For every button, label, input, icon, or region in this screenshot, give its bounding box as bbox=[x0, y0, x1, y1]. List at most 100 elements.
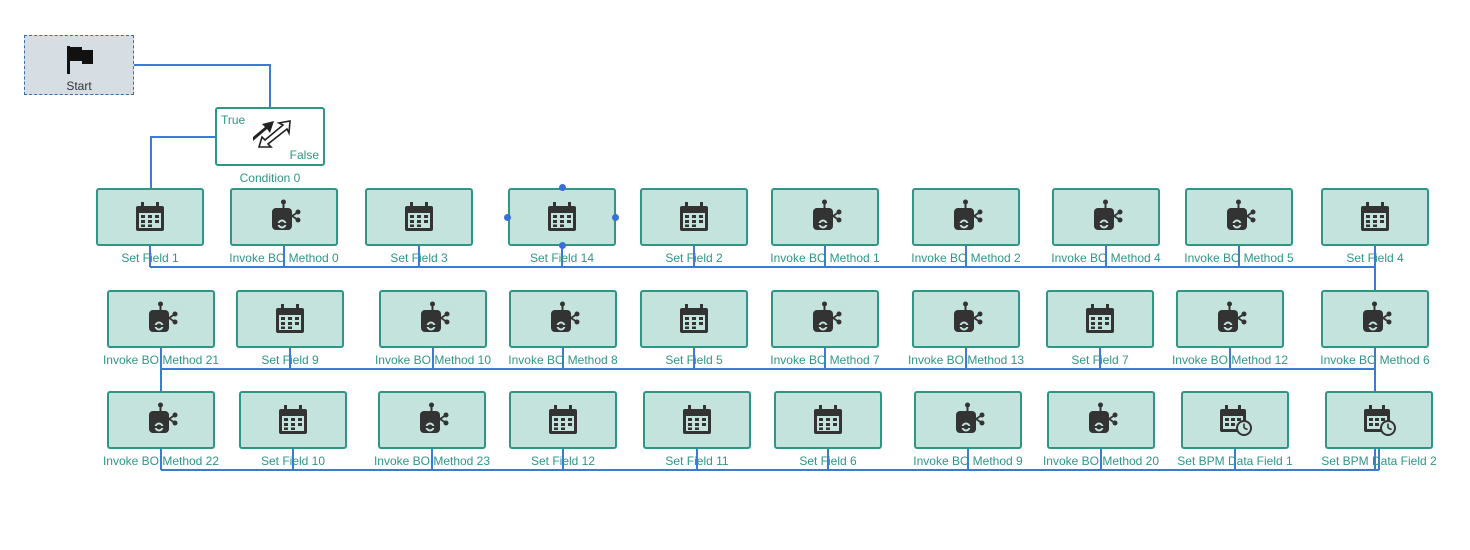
node-invoke-bo[interactable] bbox=[509, 290, 617, 348]
calendar-clock-icon bbox=[1220, 405, 1252, 436]
node-label: Invoke BO Method 21 bbox=[102, 353, 220, 367]
node-set-field[interactable] bbox=[774, 391, 882, 449]
node-label: Set Field 7 bbox=[1071, 353, 1129, 367]
node-invoke-bo[interactable] bbox=[1321, 290, 1429, 348]
calendar-icon bbox=[680, 202, 708, 231]
node-invoke-bo[interactable] bbox=[1047, 391, 1155, 449]
node-invoke-bo[interactable] bbox=[771, 290, 879, 348]
robot-method-icon bbox=[954, 301, 983, 332]
calendar-icon bbox=[680, 304, 708, 333]
node-label: Invoke BO Method 5 bbox=[1184, 251, 1294, 265]
node-label: Set Field 5 bbox=[665, 353, 723, 367]
node-label: Invoke BO Method 0 bbox=[229, 251, 339, 265]
resize-handle[interactable] bbox=[559, 184, 566, 191]
start-label: Start bbox=[66, 79, 92, 93]
node-label: Invoke BO Method 2 bbox=[911, 251, 1021, 265]
node-label: Invoke BO Method 1 bbox=[770, 251, 880, 265]
node-invoke-bo[interactable] bbox=[1185, 188, 1293, 246]
robot-method-icon bbox=[421, 301, 450, 332]
connector-line bbox=[134, 64, 271, 107]
resize-handle[interactable] bbox=[612, 214, 619, 221]
calendar-icon bbox=[405, 202, 433, 231]
node-label: Invoke BO Method 8 bbox=[508, 353, 618, 367]
node-invoke-bo[interactable] bbox=[912, 290, 1020, 348]
robot-method-icon bbox=[1227, 199, 1256, 230]
calendar-icon bbox=[1361, 202, 1389, 231]
node-invoke-bo[interactable] bbox=[378, 391, 486, 449]
node-label: Set Field 10 bbox=[260, 454, 326, 468]
calendar-icon bbox=[549, 405, 577, 434]
robot-method-icon bbox=[149, 402, 178, 433]
node-invoke-bo[interactable] bbox=[1052, 188, 1160, 246]
calendar-icon bbox=[548, 202, 576, 231]
node-set-field[interactable] bbox=[1321, 188, 1429, 246]
node-set-field[interactable] bbox=[365, 188, 473, 246]
node-invoke-bo[interactable] bbox=[230, 188, 338, 246]
node-label: Set BPM Data Field 2 bbox=[1321, 454, 1437, 468]
robot-method-icon bbox=[420, 402, 449, 433]
robot-method-icon bbox=[1089, 402, 1118, 433]
node-label: Set Field 2 bbox=[665, 251, 723, 265]
node-invoke-bo[interactable] bbox=[379, 290, 487, 348]
node-label: Set Field 12 bbox=[530, 454, 596, 468]
node-label: Set Field 9 bbox=[261, 353, 319, 367]
node-invoke-bo[interactable] bbox=[914, 391, 1022, 449]
robot-method-icon bbox=[954, 199, 983, 230]
calendar-icon bbox=[683, 405, 711, 434]
node-label: Invoke BO Method 13 bbox=[907, 353, 1025, 367]
calendar-icon bbox=[276, 304, 304, 333]
node-invoke-bo[interactable] bbox=[771, 188, 879, 246]
flag-icon bbox=[67, 46, 93, 74]
node-label: Invoke BO Method 23 bbox=[373, 454, 491, 468]
node-invoke-bo[interactable] bbox=[1176, 290, 1284, 348]
node-invoke-bo[interactable] bbox=[912, 188, 1020, 246]
robot-method-icon bbox=[1094, 199, 1123, 230]
node-label: Invoke BO Method 12 bbox=[1171, 353, 1289, 367]
calendar-icon bbox=[279, 405, 307, 434]
start-node[interactable]: Start bbox=[24, 35, 134, 95]
node-label: Invoke BO Method 7 bbox=[770, 353, 880, 367]
calendar-clock-icon bbox=[1364, 405, 1396, 436]
node-label: Invoke BO Method 6 bbox=[1320, 353, 1430, 367]
node-label: Invoke BO Method 22 bbox=[102, 454, 220, 468]
node-set-field[interactable] bbox=[239, 391, 347, 449]
node-label: Invoke BO Method 10 bbox=[374, 353, 492, 367]
node-set-field[interactable] bbox=[509, 391, 617, 449]
robot-method-icon bbox=[551, 301, 580, 332]
robot-method-icon bbox=[272, 199, 301, 230]
node-label: Set Field 14 bbox=[529, 251, 595, 265]
node-label: Invoke BO Method 9 bbox=[913, 454, 1023, 468]
node-set-field[interactable] bbox=[1046, 290, 1154, 348]
node-set-bpm[interactable] bbox=[1325, 391, 1433, 449]
node-label: Set Field 6 bbox=[799, 454, 857, 468]
resize-handle[interactable] bbox=[504, 214, 511, 221]
resize-handle[interactable] bbox=[559, 242, 566, 249]
node-label: Set Field 11 bbox=[665, 454, 729, 468]
calendar-icon bbox=[136, 202, 164, 231]
node-set-field[interactable] bbox=[640, 188, 748, 246]
node-set-field[interactable] bbox=[96, 188, 204, 246]
node-set-field[interactable] bbox=[508, 188, 616, 246]
condition-node[interactable]: True False bbox=[215, 107, 325, 166]
robot-method-icon bbox=[813, 301, 842, 332]
node-label: Set Field 4 bbox=[1346, 251, 1404, 265]
node-set-field[interactable] bbox=[643, 391, 751, 449]
node-label: Invoke BO Method 4 bbox=[1051, 251, 1161, 265]
node-invoke-bo[interactable] bbox=[107, 290, 215, 348]
robot-method-icon bbox=[813, 199, 842, 230]
condition-label: Condition 0 bbox=[239, 171, 301, 185]
node-set-field[interactable] bbox=[640, 290, 748, 348]
condition-true-label: True bbox=[221, 113, 246, 127]
calendar-icon bbox=[1086, 304, 1114, 333]
node-label: Invoke BO Method 20 bbox=[1042, 454, 1160, 468]
node-set-bpm[interactable] bbox=[1181, 391, 1289, 449]
calendar-icon bbox=[814, 405, 842, 434]
node-label: Set Field 1 bbox=[121, 251, 179, 265]
robot-method-icon bbox=[956, 402, 985, 433]
robot-method-icon bbox=[149, 301, 178, 332]
condition-false-label: False bbox=[289, 148, 319, 162]
node-set-field[interactable] bbox=[236, 290, 344, 348]
diagonal-arrows-icon bbox=[253, 120, 291, 148]
node-invoke-bo[interactable] bbox=[107, 391, 215, 449]
